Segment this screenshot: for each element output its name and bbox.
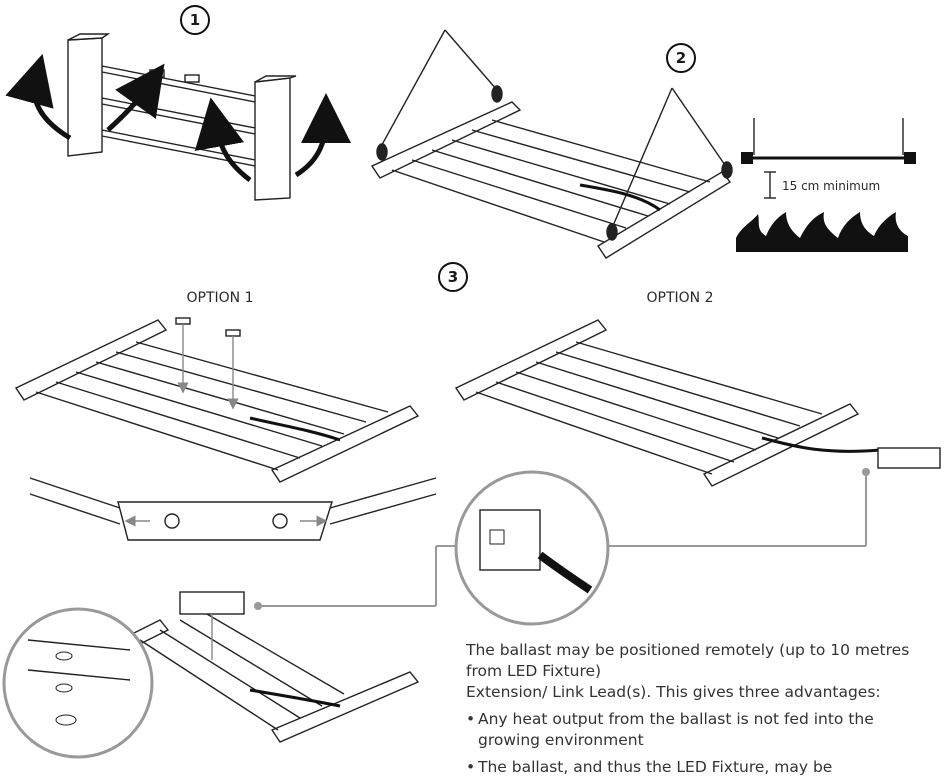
- clearance-label: 15 cm minimum: [782, 179, 880, 193]
- step1-folded-fixture: [67, 33, 297, 201]
- zoom-detail-connector: [454, 470, 610, 626]
- option2-label: OPTION 2: [647, 290, 714, 306]
- ballast-notes: The ballast may be positioned remotely (…: [466, 640, 936, 784]
- option1-mounted-ballast: [118, 591, 420, 743]
- plants-icon: [736, 212, 908, 252]
- advantages-list: Any heat output from the ballast is not …: [466, 709, 936, 778]
- notes-advantages-heading: Extension/ Link Lead(s). This gives thre…: [466, 683, 881, 701]
- clearance-illustration: 15 cm minimum: [736, 118, 916, 252]
- step3-number: 3: [448, 268, 458, 286]
- step1-number: 1: [190, 11, 200, 29]
- step1-badge: 1: [180, 5, 210, 35]
- zoom-detail-mount: [2, 607, 154, 759]
- option1-drop-arrows: [177, 324, 239, 410]
- option1-label: OPTION 1: [187, 290, 254, 306]
- notes-intro: The ballast may be positioned remotely (…: [466, 641, 910, 680]
- step3-badge: 3: [438, 262, 468, 292]
- advantage-item: Any heat output from the ballast is not …: [466, 709, 936, 751]
- option2-fixture: [454, 319, 941, 487]
- bracket-detail: [29, 477, 437, 541]
- step2-number: 2: [676, 49, 686, 67]
- option1-fixture: [14, 317, 420, 483]
- step2-badge: 2: [666, 43, 696, 73]
- advantage-item: The ballast, and thus the LED Fixture, m…: [466, 757, 936, 778]
- step2-hanging-fixture: [370, 29, 733, 259]
- step1-unfold-arrows: [5, 53, 351, 182]
